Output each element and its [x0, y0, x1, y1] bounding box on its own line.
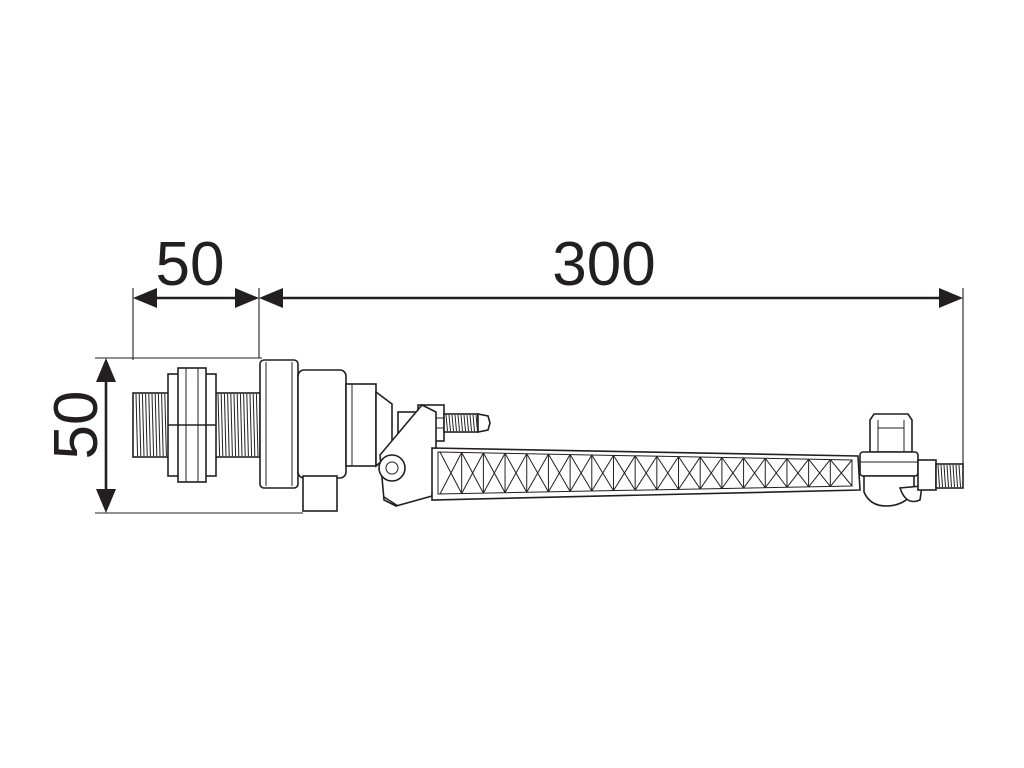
lattice-strut: [613, 455, 636, 491]
thread-line: [236, 393, 240, 457]
thread-line: [145, 393, 148, 457]
thread-line: [946, 464, 949, 488]
thread-line: [154, 393, 158, 457]
thread-line: [457, 414, 460, 432]
valve-housing: [259, 359, 393, 512]
lattice-strut: [569, 454, 593, 492]
dimension-label-50-width: 50: [156, 230, 225, 299]
thread-line: [943, 464, 946, 488]
thread-line: [445, 414, 448, 432]
thread-line: [463, 414, 466, 432]
thread-line: [157, 393, 161, 457]
lattice-strut: [678, 456, 701, 490]
lock-nut: [167, 367, 217, 483]
thread-line: [952, 464, 955, 488]
thread-line: [161, 393, 164, 457]
lattice-strut: [461, 452, 484, 494]
thread-line: [233, 393, 237, 457]
thread-line: [937, 464, 940, 488]
thread-line: [151, 393, 155, 457]
thread-line: [249, 393, 253, 457]
thread-line: [246, 393, 249, 457]
thread-line: [940, 464, 943, 488]
dimension-width-300: 300: [259, 230, 964, 468]
thread-line: [955, 464, 958, 488]
thread-line: [243, 393, 246, 457]
thread-line: [217, 393, 221, 457]
float-end: [859, 413, 964, 507]
thread-line: [135, 393, 139, 457]
thread-line: [255, 393, 259, 457]
thread-line: [138, 393, 142, 457]
lattice-strut: [504, 453, 528, 493]
thread-line: [223, 393, 227, 457]
thread-line: [164, 393, 167, 457]
dimension-label-300: 300: [552, 230, 655, 299]
thread-line: [469, 414, 472, 432]
thread-line: [141, 393, 145, 457]
dimension-height-50: 50: [42, 357, 303, 514]
thread-line: [448, 414, 451, 432]
lattice-strut: [699, 457, 723, 490]
thread-line: [472, 414, 475, 432]
dimension-width-50: 50: [132, 230, 260, 360]
float-arm: [431, 447, 861, 501]
lattice-strut: [482, 453, 506, 494]
lattice-strut: [547, 454, 571, 493]
thread-line: [227, 393, 230, 457]
lattice-strut: [764, 458, 788, 488]
lattice-strut: [786, 458, 810, 488]
lattice-strut: [743, 458, 766, 489]
thread-line: [454, 414, 457, 432]
lattice-strut: [591, 455, 614, 492]
thread-line: [958, 464, 961, 488]
thread-line: [239, 393, 243, 457]
lattice-strut: [808, 459, 831, 488]
thread-line: [220, 393, 224, 457]
pivot-bracket: [378, 404, 437, 507]
thread-line: [230, 393, 233, 457]
thread-line: [451, 414, 454, 432]
lattice-strut: [656, 456, 679, 491]
lattice-strut: [721, 457, 744, 489]
thread-line: [148, 393, 151, 457]
lattice-strut: [526, 453, 549, 493]
lattice-strut: [634, 455, 658, 491]
thread-line: [460, 414, 463, 432]
thread-line: [949, 464, 952, 488]
lattice-strut: [439, 452, 463, 495]
thread-line: [252, 393, 256, 457]
thread-line: [466, 414, 469, 432]
lattice-strut: [829, 459, 853, 487]
dimension-label-50-height: 50: [42, 391, 111, 460]
